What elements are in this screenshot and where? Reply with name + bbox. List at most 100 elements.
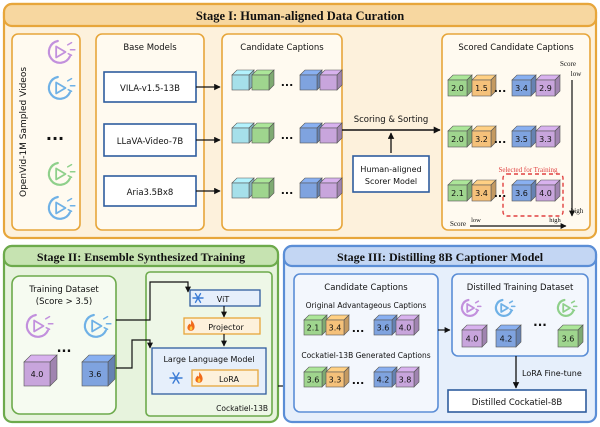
scorer-label-line2: Scorer Model bbox=[365, 177, 417, 186]
score-label: 3.4 bbox=[515, 84, 528, 93]
video-play-icon bbox=[83, 313, 112, 338]
snowflake-icon bbox=[169, 372, 183, 384]
model-label-llava: LLaVA-Video-7B bbox=[117, 137, 184, 147]
ellipsis: ... bbox=[494, 133, 507, 146]
axis-score-top: Score bbox=[560, 60, 576, 68]
model-box-vila bbox=[103, 71, 197, 103]
scored-caption-cube: 3.6 bbox=[511, 179, 537, 202]
ellipsis: ... bbox=[281, 76, 294, 89]
ellipsis: ... bbox=[494, 82, 507, 95]
videos-column: OpenVid-1M Sampled Videos ... bbox=[11, 33, 81, 231]
training-dataset-dots: ... bbox=[57, 341, 72, 356]
fire-icon bbox=[187, 320, 195, 331]
finetune-label: LoRA Fine-tune bbox=[522, 369, 582, 378]
distilled-cube: 4.2 bbox=[495, 324, 522, 348]
candidate-captions-title: Candidate Captions bbox=[240, 43, 324, 53]
gen-caption-cube: 4.2 bbox=[373, 366, 398, 388]
score-label: 3.4 bbox=[329, 324, 342, 333]
llm-label: Large Language Model bbox=[163, 355, 254, 364]
projector-label: Projector bbox=[208, 323, 244, 332]
scored-caption-cube: 4.0 bbox=[535, 179, 561, 202]
vit-label: ViT bbox=[217, 295, 230, 304]
base-models-title: Base Models bbox=[123, 43, 177, 53]
ellipsis: ... bbox=[494, 187, 507, 200]
score-label: 1.5 bbox=[475, 84, 488, 93]
selected-for-training: Selected for Training bbox=[498, 166, 564, 217]
snowflake-icon bbox=[192, 292, 204, 304]
lora-label: LoRA bbox=[219, 375, 239, 384]
video-play-icon bbox=[556, 298, 578, 317]
gen-captions-label: Cockatiel-13B Generated Captions bbox=[301, 351, 430, 360]
gen-caption-cube: 3.6 bbox=[303, 366, 328, 388]
distilled-dots: ... bbox=[533, 315, 547, 329]
ellipsis: ... bbox=[352, 374, 365, 387]
ellipsis: ... bbox=[281, 129, 294, 142]
cockatiel13b-label: Cockatiel-13B bbox=[216, 404, 268, 413]
scoring-label: Scoring & Sorting bbox=[354, 115, 429, 125]
training-dataset-title: Training Dataset bbox=[28, 285, 99, 295]
selected-label: Selected for Training bbox=[498, 166, 558, 174]
stage3-candidate-box: Candidate Captions Original Advantageous… bbox=[293, 273, 439, 413]
scored-caption-cube: 3.5 bbox=[511, 125, 537, 148]
axis-low-top: low bbox=[571, 70, 582, 78]
score-label: 4.0 bbox=[539, 189, 552, 198]
video-play-icon bbox=[47, 39, 76, 64]
scored-caption-cube: 3.2 bbox=[471, 125, 497, 148]
score-label: 3.4 bbox=[475, 189, 488, 198]
score-label: 3.3 bbox=[329, 376, 342, 385]
scorer-label-line1: Human-aligned bbox=[360, 165, 421, 174]
score-label: 3.6 bbox=[562, 335, 575, 344]
scorer-model-box: Human-aligned Scorer Model bbox=[352, 155, 430, 193]
scored-caption-cube: 2.1 bbox=[447, 179, 473, 202]
score-label: 2.1 bbox=[307, 324, 320, 333]
distilled-cube: 4.0 bbox=[461, 324, 488, 348]
ellipsis: ... bbox=[352, 322, 365, 335]
gen-caption-cube: 3.8 bbox=[395, 366, 420, 388]
axis-low-bottom: low bbox=[471, 217, 481, 224]
distilled-model-label: Distilled Cockatiel-8B bbox=[472, 398, 563, 408]
video-icons bbox=[47, 39, 76, 220]
score-label: 3.5 bbox=[515, 135, 528, 144]
base-models-box: Base Models VILA-v1.5-13B LLaVA-Video-7B… bbox=[95, 33, 205, 231]
fire-icon bbox=[195, 372, 203, 383]
distilled-dataset-items: 4.0 4.2 3.6 bbox=[460, 298, 584, 348]
scored-caption-cube: 2.0 bbox=[447, 74, 473, 97]
scored-caption-cube: 2.0 bbox=[447, 125, 473, 148]
caption-cube bbox=[299, 122, 323, 144]
score-label: 3.6 bbox=[515, 189, 528, 198]
score-label: 2.1 bbox=[451, 189, 464, 198]
caption-cube bbox=[299, 177, 323, 199]
score-label: 3.2 bbox=[475, 135, 488, 144]
caption-cube bbox=[319, 177, 343, 199]
stage3-candidate-title: Candidate Captions bbox=[324, 283, 408, 293]
scored-caption-cube: 2.9 bbox=[535, 74, 561, 97]
score-label: 2.9 bbox=[539, 84, 552, 93]
scored-caption-cube: 1.5 bbox=[471, 74, 497, 97]
cockatiel13b-box: Cockatiel-13B ViT Projector Large Langua… bbox=[145, 271, 273, 417]
cockatiel13b-icons bbox=[169, 292, 204, 384]
finetune-arrow: LoRA Fine-tune bbox=[512, 356, 582, 389]
score-label: 4.2 bbox=[377, 376, 390, 385]
videos-label: OpenVid-1M Sampled Videos bbox=[19, 67, 29, 197]
gen-caption-cube: 3.3 bbox=[325, 366, 350, 388]
training-dataset-items: 4.0 3.6 bbox=[23, 313, 116, 387]
score-label: 2.0 bbox=[451, 84, 464, 93]
caption-cube bbox=[231, 177, 255, 199]
candidate-caption-cubes: ......... bbox=[231, 69, 343, 199]
score-label: 4.0 bbox=[31, 370, 44, 379]
caption-cube bbox=[231, 69, 255, 91]
projector-box bbox=[183, 317, 261, 335]
orig-caption-cube: 3.4 bbox=[325, 314, 350, 336]
ellipsis: ... bbox=[281, 184, 294, 197]
score-label: 3.6 bbox=[377, 324, 390, 333]
distilled-model-box: Distilled Cockatiel-8B bbox=[447, 389, 587, 413]
video-play-icon bbox=[47, 195, 76, 220]
lora-box bbox=[191, 369, 259, 387]
dataset-cube: 3.6 bbox=[81, 354, 116, 387]
score-label: 3.8 bbox=[399, 376, 412, 385]
stage1-title: Stage I: Human-aligned Data Curation bbox=[196, 9, 404, 23]
caption-cube bbox=[319, 122, 343, 144]
